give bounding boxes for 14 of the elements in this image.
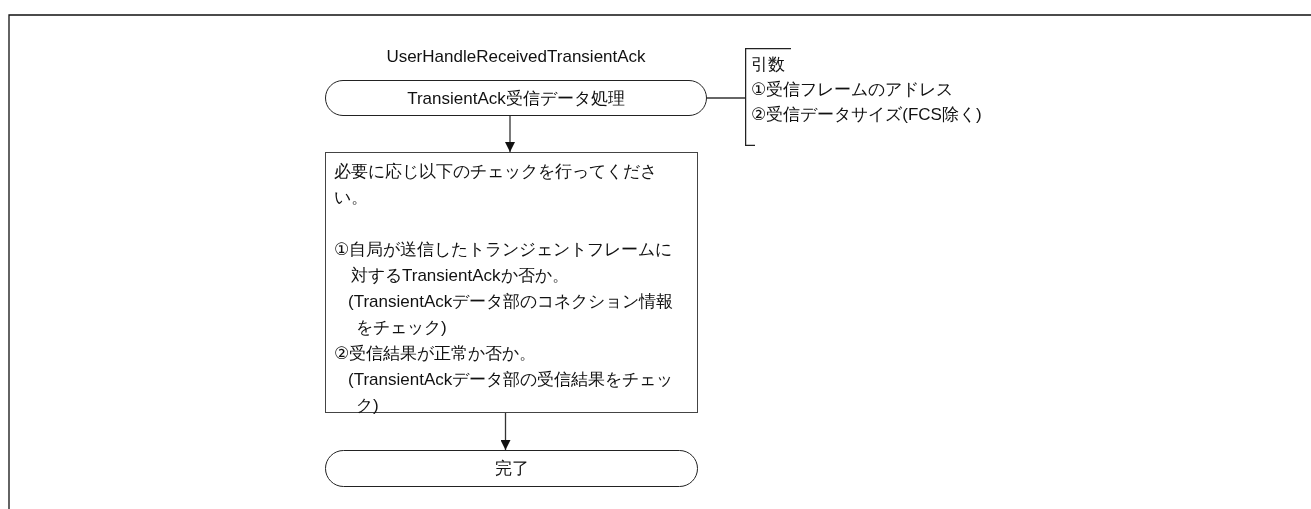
terminal-label: TransientAck受信データ処理 <box>407 87 625 110</box>
argument-text: 引数 <box>751 54 786 76</box>
arrow <box>505 115 515 153</box>
process-box <box>325 152 698 413</box>
step-text: 必要に応じ以下のチェックを行ってください。 <box>334 161 658 209</box>
step-text: (TransientAckデータ部の受信結果をチェック) <box>347 369 675 417</box>
step-text: ②受信結果が正常か否か。 <box>334 343 538 365</box>
function-name: UserHandleReceivedTransientAck <box>385 47 647 67</box>
step-text: ①自局が送信したトランジェントフレームに対するTransientAckか否か。 <box>334 239 674 287</box>
argument-text: ①受信フレームのアドレス <box>751 79 955 101</box>
step-text: (TransientAckデータ部のコネクション情報をチェック) <box>347 291 675 339</box>
arrow <box>500 412 511 451</box>
argument-text: ②受信データサイズ(FCS除く) <box>751 104 983 126</box>
terminal-label: 完了 <box>494 458 529 480</box>
